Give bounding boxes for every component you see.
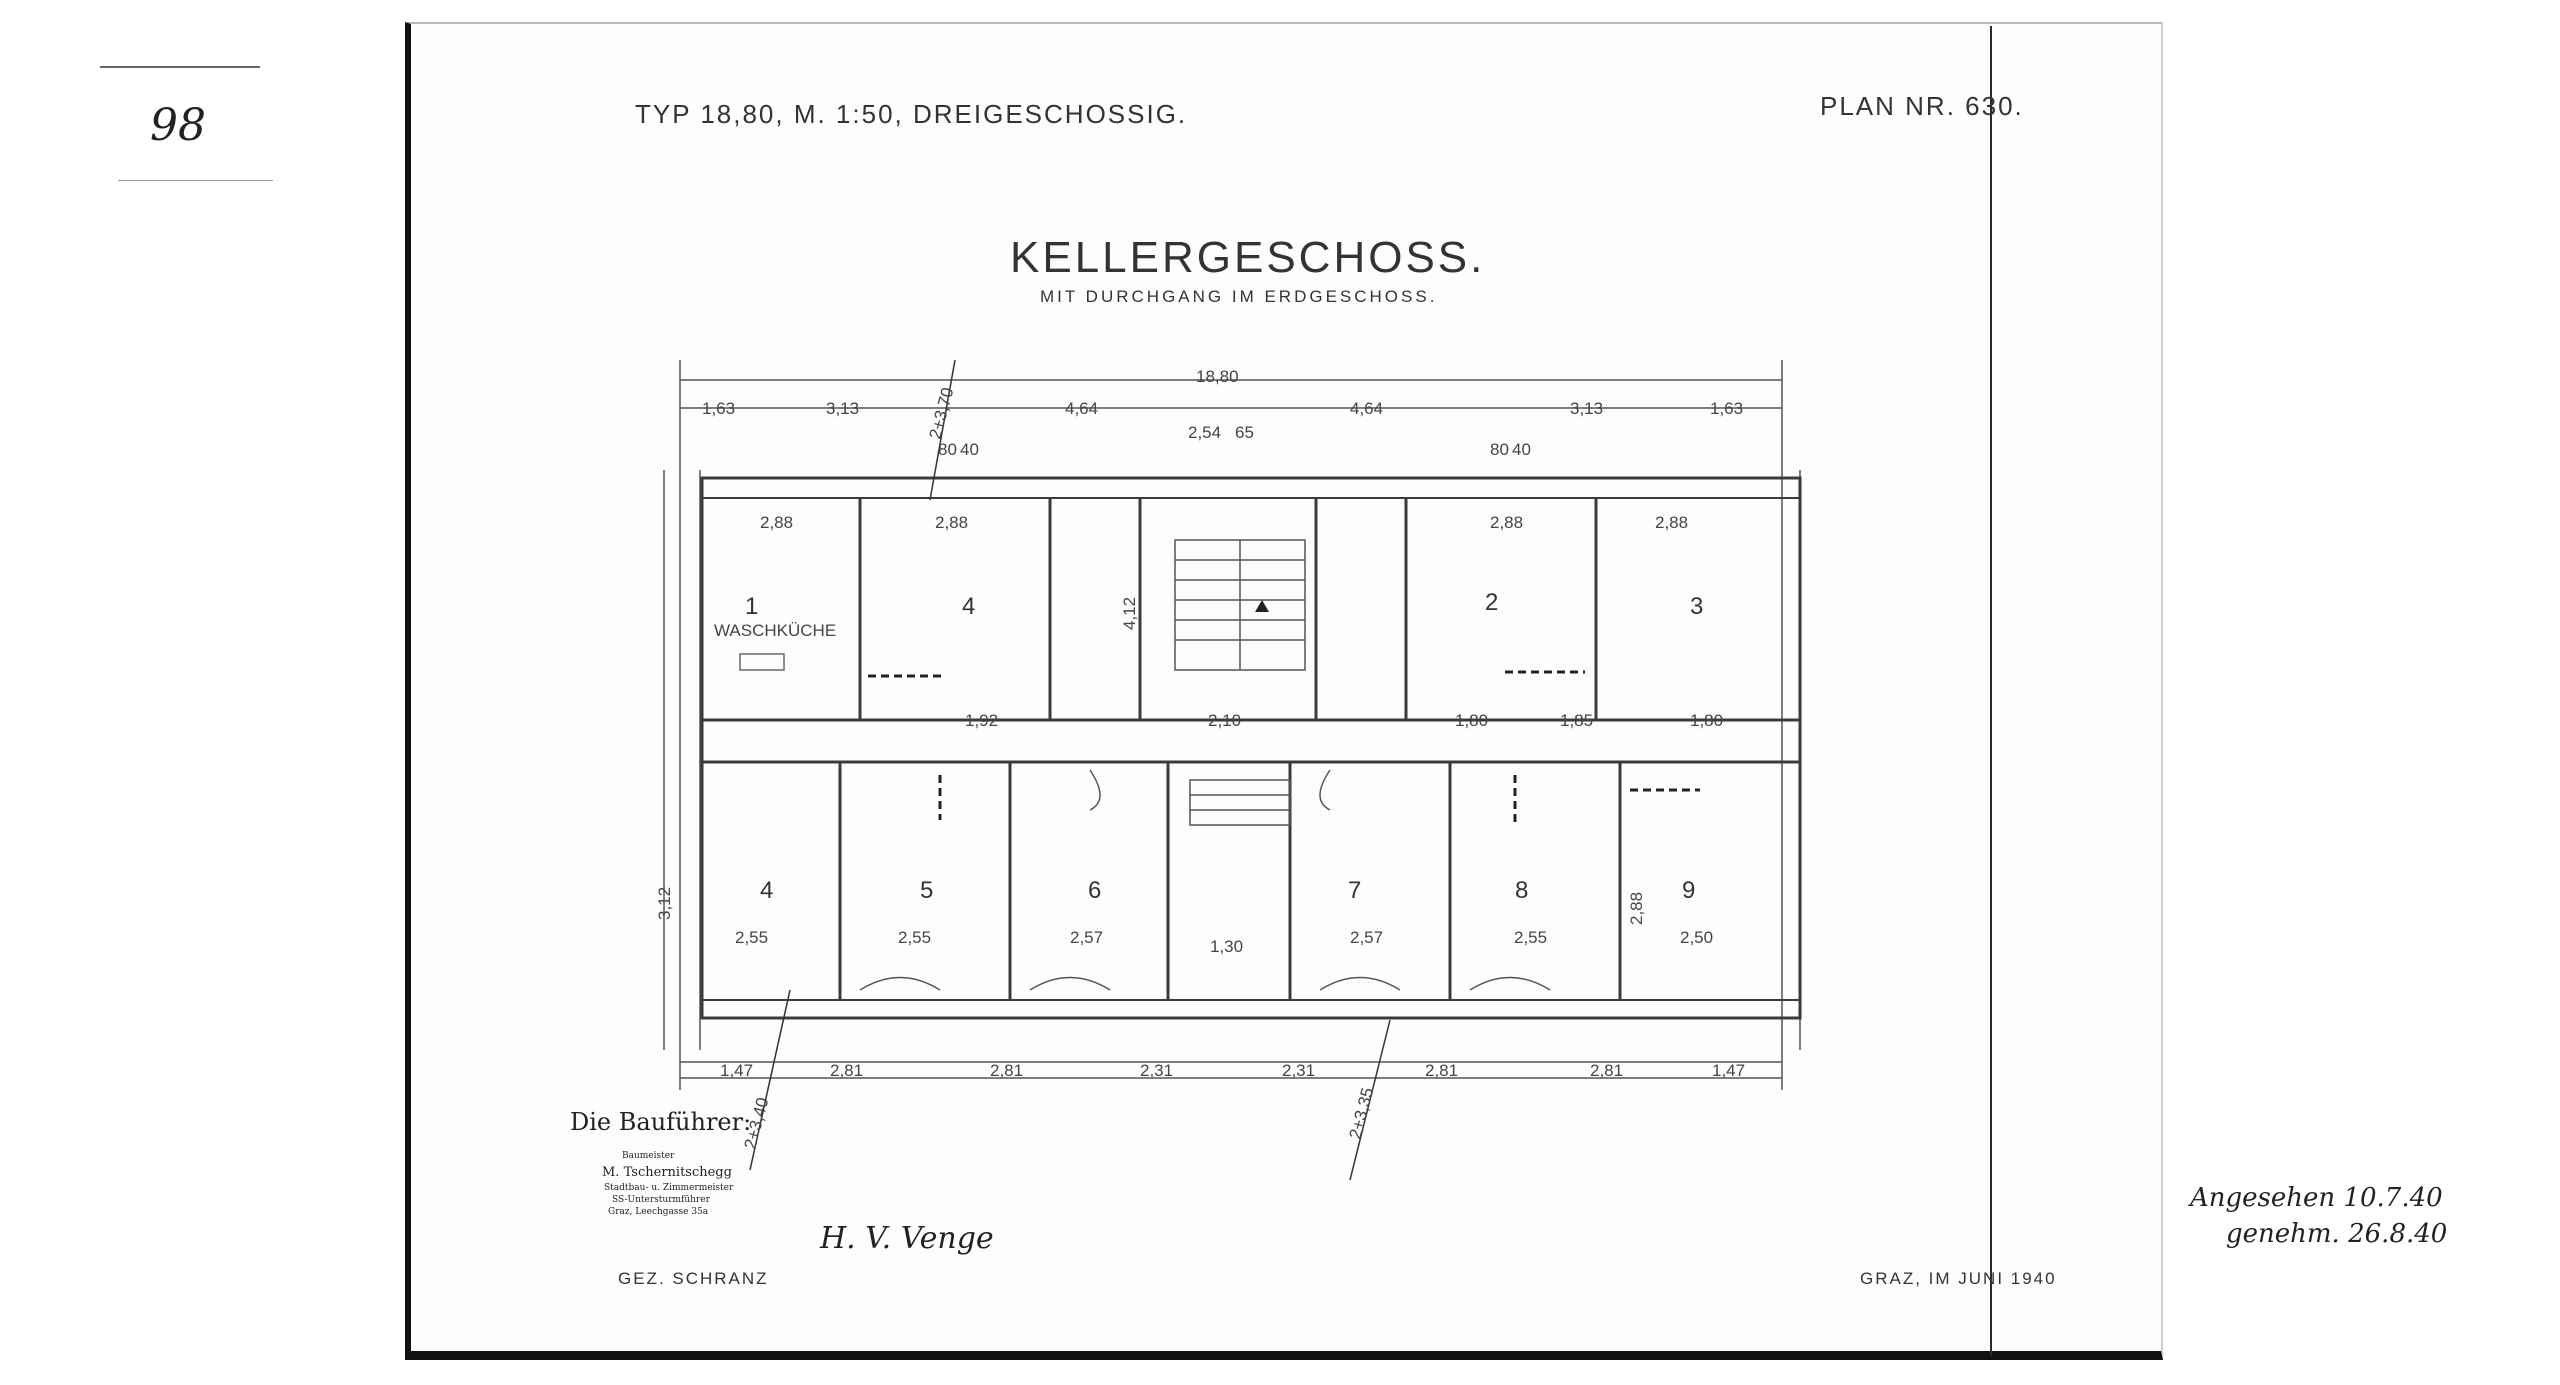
dim-stair-bottom: 1,30: [1210, 937, 1243, 956]
bottom-dim-2: 2,81: [830, 1061, 863, 1080]
note-line-1: Angesehen 10.7.40: [2190, 1183, 2443, 1213]
top-dim-5: 3,13: [1570, 399, 1603, 418]
dim-upper-1: 2,88: [760, 513, 793, 532]
room-number-5: 5: [920, 877, 933, 904]
dim-corridor-3: 1,80: [1455, 711, 1488, 730]
top-dimension-segments: 1,63 3,13 4,64 4,64 3,13 1,63: [702, 399, 1743, 418]
dim-room9-side: 2,88: [1627, 892, 1646, 925]
building-walls: [700, 476, 1802, 1020]
dim-opening-3: 80: [1490, 440, 1509, 459]
dim-corridor-2: 2,10: [1208, 711, 1241, 730]
lower-rooms: 4 5 6 7 8 9: [760, 877, 1695, 904]
room-number-1: 1: [745, 593, 758, 620]
dim-lower-1: 2,55: [735, 928, 768, 947]
blueprint-sheet: [405, 22, 2163, 1360]
bottom-dim-6: 2,81: [1425, 1061, 1458, 1080]
dim-lower-6: 2,50: [1680, 928, 1713, 947]
dim-corridor-4: 1,85: [1560, 711, 1593, 730]
stamp-heading: Die Bauführer:: [570, 1108, 751, 1136]
page-number: 98: [150, 100, 206, 151]
dim-lower-5: 2,55: [1514, 928, 1547, 947]
slope-label-3: 2+3,35: [1346, 1085, 1378, 1141]
bottom-dim-1: 1,47: [720, 1061, 753, 1080]
room-number-7: 7: [1348, 877, 1361, 904]
room-number-6: 6: [1088, 877, 1101, 904]
bottom-dim-8: 1,47: [1712, 1061, 1745, 1080]
note-line-2: genehm. 26.8.40: [2226, 1219, 2448, 1249]
dashed-partitions: [868, 670, 1700, 825]
room-number-4-upper: 4: [962, 593, 975, 620]
room-label-washroom: WASCHKÜCHE: [714, 621, 836, 640]
room-number-3: 3: [1690, 593, 1703, 620]
plan-number: PLAN NR. 630.: [1820, 91, 2024, 121]
dim-corridor-5: 1,80: [1690, 711, 1723, 730]
handwritten-approval-note: Angesehen 10.7.40 genehm. 26.8.40: [2190, 1180, 2447, 1252]
upper-rooms: 1 WASCHKÜCHE 4 2 3: [714, 589, 1703, 671]
bottom-dim-7: 2,81: [1590, 1061, 1623, 1080]
dim-upper-4: 2,88: [1655, 513, 1688, 532]
dim-stair-side: 4,12: [1120, 597, 1139, 630]
drawn-by: GEZ. SCHRANZ: [618, 1269, 769, 1288]
stair-direction-arrow: [1255, 600, 1269, 612]
plan-title: KELLERGESCHOSS.: [1010, 233, 1485, 282]
dim-opening-4: 40: [1512, 440, 1531, 459]
dim-opening-1: 80: [938, 440, 957, 459]
dim-lower-3: 2,57: [1070, 928, 1103, 947]
bottom-dim-4: 2,31: [1140, 1061, 1173, 1080]
dim-stair-top-2: 65: [1235, 423, 1254, 442]
dim-lower-2: 2,55: [898, 928, 931, 947]
bottom-dim-5: 2,31: [1282, 1061, 1315, 1080]
slope-lines: [749, 359, 1391, 1181]
signature: H. V. Venge: [819, 1221, 994, 1256]
bottom-dimension-segments: 1,47 2,81 2,81 2,31 2,31 2,81 2,81 1,47: [720, 1061, 1745, 1080]
top-dim-2: 3,13: [826, 399, 859, 418]
slope-label-1: 2+3,70: [926, 385, 958, 441]
builder-stamp: Die Bauführer: Baumeister M. Tschernitsc…: [570, 1108, 751, 1217]
bottom-dim-3: 2,81: [990, 1061, 1023, 1080]
door-swings: [859, 769, 1551, 991]
type-line: TYP 18,80, M. 1:50, DREIGESCHOSSIG.: [635, 99, 1187, 129]
sheet-edge-line: [1990, 26, 1992, 1356]
dim-side: 3,12: [655, 887, 674, 920]
page-number-underline: [118, 180, 273, 181]
washroom-basin: [739, 653, 785, 671]
room-number-2: 2: [1485, 589, 1498, 616]
stamp-line-2: M. Tschernitschegg: [602, 1165, 732, 1180]
dim-upper-3: 2,88: [1490, 513, 1523, 532]
dim-opening-2: 40: [960, 440, 979, 459]
dim-stair-top-1: 2,54: [1188, 423, 1221, 442]
stamp-line-5: Graz, Leechgasse 35a: [608, 1207, 709, 1217]
stamp-line-4: SS-Untersturmführer: [612, 1195, 711, 1205]
overall-width: 18,80: [1196, 367, 1239, 386]
room-number-8: 8: [1515, 877, 1528, 904]
date-place: GRAZ, IM JUNI 1940: [1860, 1269, 2057, 1288]
top-dim-6: 1,63: [1710, 399, 1743, 418]
top-dim-1: 1,63: [702, 399, 735, 418]
interior-dimensions: 2,88 2,88 2,88 2,88 2,55 2,55 2,57 2,57 …: [655, 423, 1723, 956]
top-dim-3: 4,64: [1065, 399, 1098, 418]
top-dim-4: 4,64: [1350, 399, 1383, 418]
room-number-4: 4: [760, 877, 773, 904]
dim-corridor-1: 1,92: [965, 711, 998, 730]
dim-lower-4: 2,57: [1350, 928, 1383, 947]
dim-upper-2: 2,88: [935, 513, 968, 532]
stamp-line-3: Stadtbau- u. Zimmermeister: [604, 1183, 734, 1193]
plan-subtitle: MIT DURCHGANG IM ERDGESCHOSS.: [1040, 287, 1437, 306]
stamp-line-1: Baumeister: [622, 1151, 675, 1161]
staircase: [1174, 539, 1306, 826]
page-number-rule: [100, 66, 260, 68]
room-number-9: 9: [1682, 877, 1695, 904]
